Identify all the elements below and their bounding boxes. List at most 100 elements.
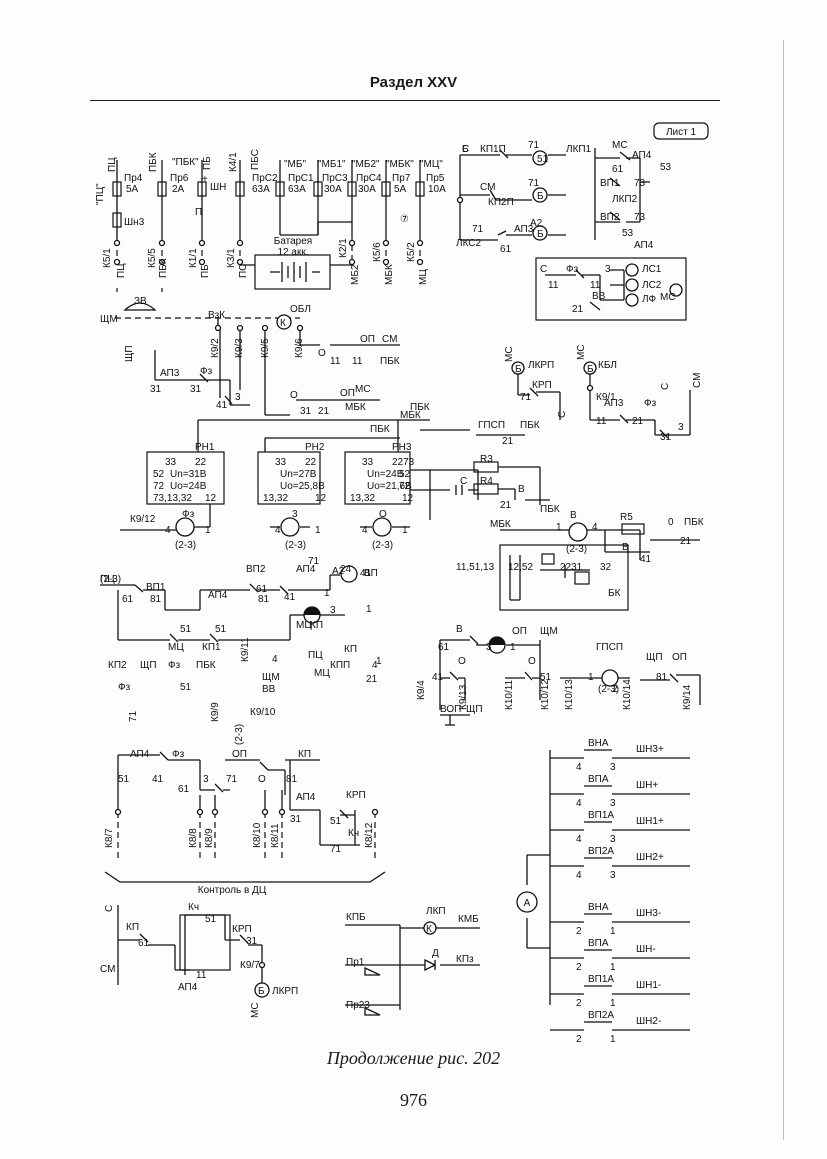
switch-l: 4: [576, 762, 582, 773]
track-relay-label: МЦ: [314, 668, 330, 679]
track-relay-label: ВВ: [262, 684, 276, 695]
bk-label: 41: [640, 554, 652, 565]
track-relay-label: 41: [284, 592, 296, 603]
ammeter-symbol: А: [524, 898, 531, 909]
fuse-bottom-label: МЦ: [418, 269, 429, 285]
track-relay-label: КПП: [330, 660, 350, 671]
signal-contact-label: 71: [472, 224, 484, 235]
switch-r: 1: [610, 962, 616, 973]
signal-contact-label: 61: [500, 244, 512, 255]
fuse-label: ПрС3: [322, 173, 348, 184]
track-relay-label: К9/10: [250, 707, 276, 718]
lamp-label: Фз: [566, 264, 579, 275]
indicator-label: С: [557, 411, 568, 418]
switch-contact: [550, 949, 690, 959]
indicator-label: СМ: [692, 373, 703, 388]
relay-d: Uo=24В: [170, 481, 207, 492]
control-label: АП4: [296, 792, 316, 803]
route-release-label: 51: [205, 914, 217, 925]
track-relay-label: КП2: [108, 660, 127, 671]
route-release-label: К9/7: [240, 960, 260, 971]
signal-lamp-label: ГПСП: [596, 642, 623, 653]
contact-label: К9/6: [294, 338, 305, 358]
relay-misc-label: ПБК: [540, 504, 560, 515]
fuse-bottom-label: К5/2: [406, 242, 417, 262]
relay-f: 12: [402, 493, 414, 504]
track-relay-label: 4: [372, 660, 378, 671]
fuse-bottom-label: ПБК: [158, 258, 169, 278]
signal-contact-label: СМ: [480, 182, 495, 193]
fuse-labels: Пр45АПр62АПрС263АПрС163АПрС330АПрС430АПр…: [124, 173, 446, 195]
contact-label: 41: [216, 400, 228, 411]
signal-lamp-circuits: [439, 635, 701, 726]
signal-contact-label: 73: [634, 212, 646, 223]
signal-contact-label: Б: [537, 229, 544, 240]
fuse-label: 5А: [126, 184, 139, 195]
contact-label: ОП: [340, 388, 355, 399]
track-relay-label: ПБК: [196, 660, 216, 671]
track-relay-label: 51: [180, 624, 192, 635]
signal-lamp-label: ОП: [512, 626, 527, 637]
bk-label: 2231: [560, 562, 583, 573]
control-label: К8/8: [188, 828, 199, 848]
signal-contact-label: 53: [622, 228, 634, 239]
signal-lamp-label: В: [456, 624, 463, 635]
indicator-label: С: [660, 383, 671, 390]
track-relay-label: 4: [272, 654, 278, 665]
fuse-label: ПрС2: [252, 173, 278, 184]
control-label: О: [258, 774, 266, 785]
approach-label: КПБ: [346, 912, 366, 923]
indicator-label: Б: [515, 364, 522, 375]
signal-lamp-label: 1: [510, 642, 516, 653]
indicator-label: Фз: [644, 398, 657, 409]
signal-contact-label: ЛКП2: [612, 194, 638, 205]
lamp-label: ЛС2: [642, 280, 662, 291]
fuse-bottom-labels: К5/1ПЦК5/5ПБКК1/1ПБК3/1ПСК2/1МБ2К5/6МБКК…: [102, 238, 429, 285]
approach-label: КПз: [456, 954, 474, 965]
switch-out: ШН1+: [636, 816, 664, 827]
signal-contact-label: ВП2: [600, 212, 620, 223]
track-relay-label: ВП1: [146, 582, 166, 593]
fuse-top-label: ПЦ: [107, 157, 118, 172]
fuse-misc-label: +: [202, 174, 208, 185]
bk-label: R5: [620, 512, 633, 523]
approach-label: Пр1: [346, 957, 365, 968]
buzzer-and-contacts: [115, 302, 400, 416]
fuse-bottom-label: ПС: [238, 264, 249, 278]
indicator-label: АП3: [604, 398, 624, 409]
bk-label: 12,52: [508, 562, 533, 573]
signal-contact-label: Б: [537, 191, 544, 202]
contact-label: 11: [330, 356, 341, 367]
track-relay-label: Фз: [168, 660, 181, 671]
fuse-label: 2А: [172, 184, 185, 195]
relay-b: Un=24В: [367, 469, 404, 480]
relay-frames: [120, 419, 550, 537]
switch-r: 3: [610, 762, 616, 773]
section-header: Раздел XXV: [369, 74, 458, 91]
track-relay-circuits: [100, 565, 358, 643]
contact-label: МБК: [345, 402, 366, 413]
control-label: Кч: [348, 828, 359, 839]
switch-name: ВНА: [588, 738, 609, 749]
contact-label: МС: [355, 384, 371, 395]
relay-b: Un=27В: [280, 469, 317, 480]
fuse-bottom-label: МБ2: [350, 264, 361, 285]
switch-l: 2: [576, 926, 582, 937]
contact-label: СМ: [382, 334, 397, 345]
sheet-label: Лист 1: [666, 127, 697, 138]
relay-misc-label: R3: [480, 454, 493, 465]
switch-name: ВП1А: [588, 810, 614, 821]
relay-e: 13,32: [350, 493, 375, 504]
fuse-top-label: К4/1: [228, 152, 239, 172]
track-relay-label: 81: [150, 594, 162, 605]
bk-label: ПБК: [684, 517, 704, 528]
signal-contact-label: 61: [612, 164, 624, 175]
contact-label: ЩМ: [100, 314, 118, 325]
bk-label: БК: [608, 588, 621, 599]
bk-label: МБК: [490, 519, 511, 530]
switch-out: ШН3+: [636, 744, 664, 755]
